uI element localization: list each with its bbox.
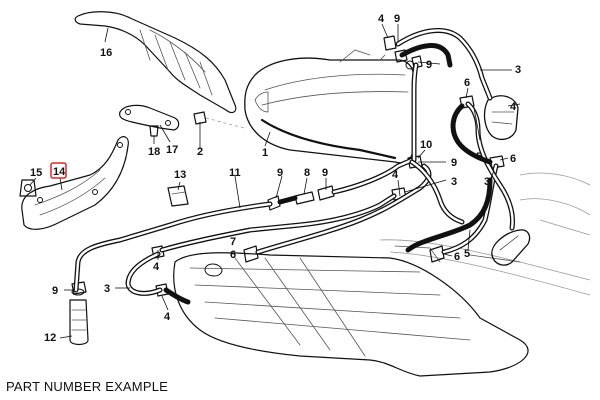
- small-parts: [71, 35, 531, 297]
- callout-4-b: 4: [378, 13, 385, 25]
- callout-9-e: 9: [426, 59, 432, 71]
- callout-6-a: 6: [464, 77, 470, 89]
- callout-11: 11: [229, 167, 241, 179]
- callout-6-d: 6: [230, 249, 236, 261]
- expansion-tank: [244, 49, 415, 164]
- callout-14: 14: [53, 166, 66, 178]
- highlight-box: [50, 162, 67, 179]
- callout-6-b: 6: [510, 153, 516, 165]
- callout-5-b: 5: [464, 248, 470, 260]
- callout-15: 15: [30, 167, 42, 179]
- callout-6-c: 6: [454, 251, 460, 263]
- callout-3-d: 3: [104, 283, 110, 295]
- callout-17: 17: [166, 144, 178, 156]
- filler-neck: [69, 288, 89, 346]
- hose-lines: [73, 28, 515, 305]
- callout-5-a: 5: [476, 151, 482, 163]
- callout-3-b: 3: [515, 64, 521, 76]
- bracket: [119, 104, 180, 131]
- filler-plate: [21, 136, 129, 230]
- fitting: [19, 179, 37, 197]
- callout-labels: 16 17 18 2 1 15 14 13 11 9 8 9 10 9 3 4 …: [30, 13, 521, 344]
- callout-9-a: 9: [277, 167, 283, 179]
- callout-1: 1: [262, 147, 268, 159]
- callout-9-d: 9: [394, 13, 400, 25]
- callout-3-a: 3: [451, 176, 457, 188]
- callout-3-c: 3: [484, 176, 490, 188]
- callout-13: 13: [174, 169, 186, 181]
- callout-8: 8: [304, 167, 310, 179]
- callout-10: 10: [420, 139, 432, 151]
- leader-lines: [29, 23, 521, 339]
- callout-4-e: 4: [164, 311, 171, 323]
- callout-16: 16: [100, 47, 112, 59]
- callout-9-c: 9: [451, 157, 457, 169]
- callout-7: 7: [230, 236, 236, 248]
- fuel-tank: [173, 172, 591, 377]
- heat-shield: [74, 11, 237, 114]
- callout-4-a: 4: [392, 169, 399, 181]
- callout-18: 18: [148, 146, 160, 158]
- callout-4-d: 4: [153, 261, 160, 273]
- callout-4-c: 4: [510, 101, 517, 113]
- callout-12: 12: [44, 332, 56, 344]
- callout-9-f: 9: [52, 285, 58, 297]
- caption: PART NUMBER EXAMPLE: [6, 379, 169, 394]
- callout-2: 2: [197, 146, 203, 158]
- callout-9-b: 9: [322, 167, 328, 179]
